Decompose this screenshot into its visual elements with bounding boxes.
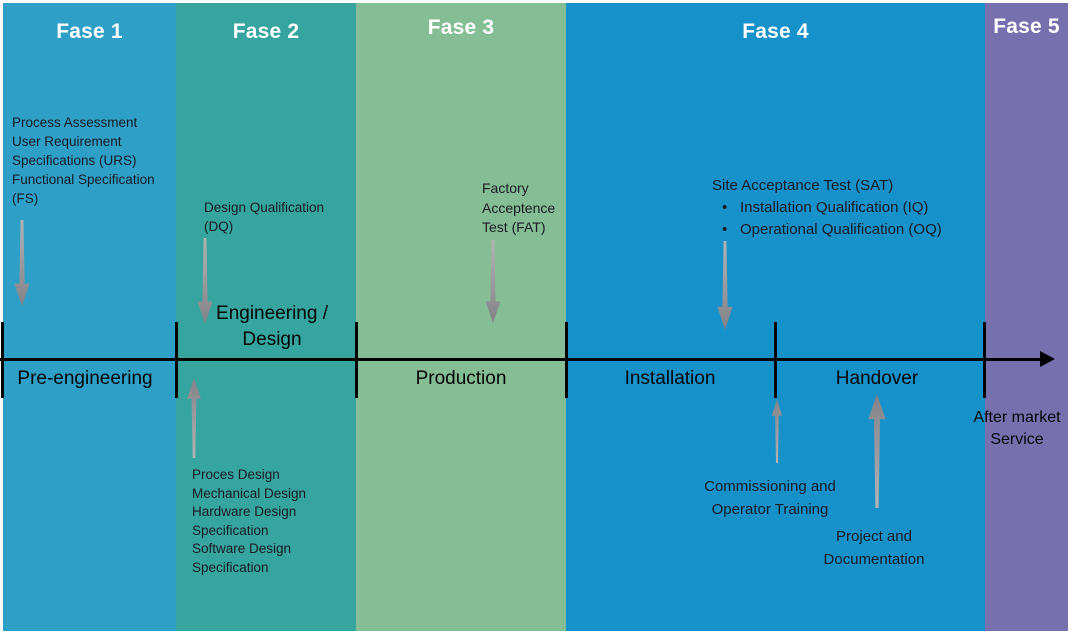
sat-bullet-item: • Operational Qualification (OQ) bbox=[712, 219, 942, 241]
timeline-label-engineering-line1: Engineering / bbox=[216, 303, 328, 324]
annotation-line: Project and bbox=[836, 528, 912, 545]
annotation-line: Documentation bbox=[823, 551, 925, 568]
phase-header-fase5: Fase 5 bbox=[993, 15, 1060, 38]
timeline-label-installation: Installation bbox=[624, 368, 716, 389]
annotation-line: (DQ) bbox=[204, 219, 234, 234]
site-acceptance-annotation: Site Acceptance Test (SAT) • Installation… bbox=[712, 175, 942, 241]
annotation-line: Test (FAT) bbox=[482, 219, 546, 235]
annotation-line: Process Assessment bbox=[12, 115, 138, 130]
timeline-tick-installation-handover bbox=[774, 322, 777, 398]
sat-title: Site Acceptance Test (SAT) bbox=[712, 177, 894, 194]
timeline-tick-fase2-fase3 bbox=[355, 322, 358, 398]
bullet-icon: • bbox=[722, 221, 728, 238]
timeline-tick-fase3-fase4 bbox=[565, 322, 568, 398]
down-arrow-phase2-icon bbox=[197, 238, 213, 324]
annotation-line: Mechanical Design bbox=[192, 485, 307, 501]
phase2-designs-annotation: Proces Design Mechanical Design Hardware… bbox=[192, 466, 306, 577]
timeline-arrowhead-icon bbox=[1040, 351, 1055, 367]
annotation-line: Factory bbox=[482, 180, 529, 196]
phase-band-fase5: Fase 5 bbox=[985, 3, 1068, 631]
annotation-line: Operator Training bbox=[711, 501, 829, 518]
phase-header-fase2: Fase 2 bbox=[232, 20, 300, 43]
down-arrow-phase1-icon bbox=[14, 220, 30, 306]
annotation-line: Commissioning and bbox=[704, 478, 836, 495]
up-arrow-project-documentation-icon bbox=[868, 394, 886, 508]
timeline-axis bbox=[0, 358, 1040, 361]
annotation-line: Proces Design bbox=[192, 467, 280, 482]
timeline-label-pre-engineering: Pre-engineering bbox=[17, 368, 153, 389]
phase-header-fase1: Fase 1 bbox=[56, 20, 123, 43]
annotation-line: Specifications (URS) bbox=[12, 153, 137, 168]
phase1-deliverables-annotation: Process Assessment User Requirement Spec… bbox=[12, 113, 155, 208]
annotation-line: Design Qualification bbox=[204, 200, 325, 215]
down-arrow-phase4-icon bbox=[717, 241, 733, 330]
annotation-line: Software Design bbox=[192, 541, 292, 556]
up-arrow-commissioning-icon bbox=[771, 399, 783, 463]
phase-band-fase1: Fase 1 bbox=[3, 3, 176, 631]
timeline-label-after-market-line1: After market bbox=[973, 409, 1061, 426]
phase-band-fase3: Fase 3 bbox=[356, 3, 566, 631]
timeline-tick-fase1-fase2 bbox=[175, 322, 178, 398]
annotation-line: Specification bbox=[192, 522, 269, 538]
timeline-tick-fase4-fase5 bbox=[983, 322, 986, 398]
phase-band-fase4: Fase 4 bbox=[566, 3, 985, 631]
bullet-icon: • bbox=[722, 199, 728, 216]
annotation-line: Hardware Design bbox=[192, 504, 297, 519]
phase-header-fase4: Fase 4 bbox=[742, 20, 809, 43]
up-arrow-phase2-icon bbox=[187, 378, 201, 458]
timeline-label-production: Production bbox=[415, 368, 507, 389]
annotation-line: Operational Qualification (OQ) bbox=[740, 221, 942, 238]
annotation-line: Functional Specification bbox=[12, 172, 155, 187]
annotation-line: Acceptence bbox=[482, 199, 556, 216]
timeline-label-after-market-line2: Service bbox=[990, 431, 1044, 448]
timeline-label-engineering-line2: Design bbox=[242, 329, 302, 350]
timeline-label-handover: Handover bbox=[835, 368, 919, 389]
design-qualification-annotation: Design Qualification (DQ) bbox=[204, 198, 324, 236]
commissioning-annotation: Commissioning and Operator Training bbox=[704, 475, 836, 521]
annotation-line: User Requirement bbox=[12, 134, 122, 149]
factory-acceptance-annotation: Factory Acceptence Test (FAT) bbox=[482, 179, 555, 238]
down-arrow-phase3-icon bbox=[485, 240, 501, 323]
sat-bullet-item: • Installation Qualification (IQ) bbox=[712, 197, 942, 219]
annotation-line: Installation Qualification (IQ) bbox=[740, 199, 929, 216]
annotation-line: Specification bbox=[192, 559, 269, 575]
annotation-line: (FS) bbox=[12, 191, 39, 206]
project-documentation-annotation: Project and Documentation bbox=[824, 525, 925, 571]
timeline-tick-start bbox=[1, 322, 4, 398]
phase-header-fase3: Fase 3 bbox=[427, 16, 495, 39]
